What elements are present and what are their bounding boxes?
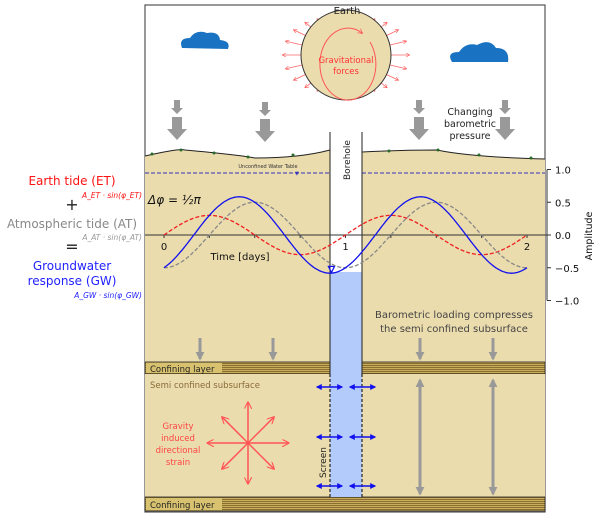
tidal-force-arrow	[386, 74, 398, 81]
pressure-arrow-small-icon	[171, 100, 183, 114]
series-line-earth-tide-et-	[163, 214, 528, 256]
grass-tufts	[150, 148, 533, 160]
strain-label-2: induced	[161, 434, 195, 444]
y-tick-label: 1.0	[555, 166, 571, 177]
series-line-groundwater-response-gw-	[163, 196, 528, 274]
water-table-label: Unconfined Water Table	[238, 164, 297, 170]
tidal-force-arrow	[389, 64, 406, 69]
y-tick-label: −0.5	[555, 264, 579, 275]
forces-label: forces	[333, 67, 359, 77]
ground-surface-left	[144, 149, 331, 159]
loading-label-2: the semi confined subsurface	[380, 324, 528, 335]
strain-label-1: Gravity	[162, 422, 193, 432]
confining-layer-label-bottom: Confining layer	[150, 501, 215, 511]
ground-left	[145, 149, 330, 362]
amplitude-chart: 1.0 0.5 0.0 −0.5 −1.0 0 1 2	[145, 166, 579, 308]
earth-icon	[300, 9, 392, 101]
pressure-arrow-large-icon	[167, 117, 187, 140]
borehole-water-level-icon: ▽	[328, 265, 335, 275]
groundwater-label-2: response (GW)	[28, 274, 117, 288]
groundwater-formula: A_GW · sin(φ_GW)	[73, 291, 142, 300]
barometric-label-3: pressure	[449, 131, 490, 142]
ground-right	[362, 150, 545, 362]
tidal-force-arrow	[294, 74, 306, 81]
tidal-force-arrow	[286, 41, 303, 46]
earth-label: Earth	[334, 6, 361, 17]
tidal-force-arrow	[305, 23, 312, 28]
y-tick-label: −1.0	[555, 297, 579, 308]
earth-tide-formula: A_ET · sin(φ_ET)	[81, 191, 142, 200]
barometric-label-2: barometric	[444, 119, 496, 130]
tidal-force-arrow	[380, 82, 387, 87]
confining-layer-label-top: Confining layer	[150, 365, 215, 375]
pressure-arrow-large-icon	[255, 119, 275, 142]
strain-arrow	[247, 442, 273, 468]
x-tick-label: 0	[161, 242, 167, 253]
tidal-force-arrow	[286, 64, 303, 69]
groundwater-label-1: Groundwater	[33, 259, 111, 273]
gravitational-label: Gravitational	[318, 56, 373, 66]
strain-arrows-icon	[208, 403, 288, 483]
cloud-icon-left	[181, 31, 229, 49]
y-axis-label: Amplitude	[584, 212, 595, 261]
pressure-arrow-large-icon	[495, 117, 515, 140]
pressure-arrow-small-icon	[499, 100, 511, 114]
rotation-arrow-icon	[319, 27, 377, 101]
earth-tide-label: Earth tide (ET)	[28, 174, 115, 188]
confining-layer-top-right	[361, 361, 546, 375]
cloud-icon-right	[450, 42, 509, 62]
phase-shift-label: Δφ = ½π	[147, 193, 201, 207]
strain-label-3: directional	[156, 446, 201, 456]
plus-sign: +	[65, 195, 78, 214]
x-axis-label: Time [days]	[209, 252, 269, 263]
borehole-label: Borehole	[343, 140, 353, 180]
tidal-force-arrow	[386, 30, 398, 36]
y-tick-label: 0.5	[555, 198, 571, 209]
pressure-arrow-large-icon	[409, 117, 429, 140]
strain-arrow	[247, 418, 273, 444]
strain-arrow	[223, 418, 249, 444]
borehole-water	[330, 272, 362, 497]
confining-label-bg-bottom	[146, 498, 222, 510]
tidal-force-arrow	[389, 41, 406, 46]
x-tick-label: 2	[524, 242, 530, 253]
strain-label-4: strain	[166, 458, 190, 468]
tidal-force-arrow	[380, 23, 387, 28]
pressure-arrow-small-icon	[259, 102, 271, 116]
atmospheric-tide-label: Atmospheric tide (AT)	[7, 217, 137, 231]
loading-arrows	[195, 338, 498, 496]
semi-confined-label: Semi confined subsurface	[150, 381, 260, 391]
screen-flow-arrows	[315, 384, 377, 489]
y-tick-label: 0.0	[555, 231, 571, 242]
tidal-force-arrow	[294, 30, 306, 36]
barometric-label-1: Changing	[447, 107, 492, 118]
water-table-icon: ▼	[295, 171, 299, 177]
x-tick-label: 1	[342, 242, 348, 253]
tidal-force-arrow	[305, 82, 312, 87]
pressure-arrow-small-icon	[413, 100, 425, 114]
equals-sign: =	[65, 237, 78, 256]
barometric-pressure-arrows	[167, 100, 515, 142]
loading-label-1: Barometric loading compresses	[375, 310, 533, 321]
strain-arrow	[223, 442, 249, 468]
screen-label: Screen	[319, 447, 329, 478]
atmospheric-tide-formula: A_AT · sin(φ_AT)	[81, 233, 142, 242]
confining-label-bg-top	[146, 363, 222, 373]
